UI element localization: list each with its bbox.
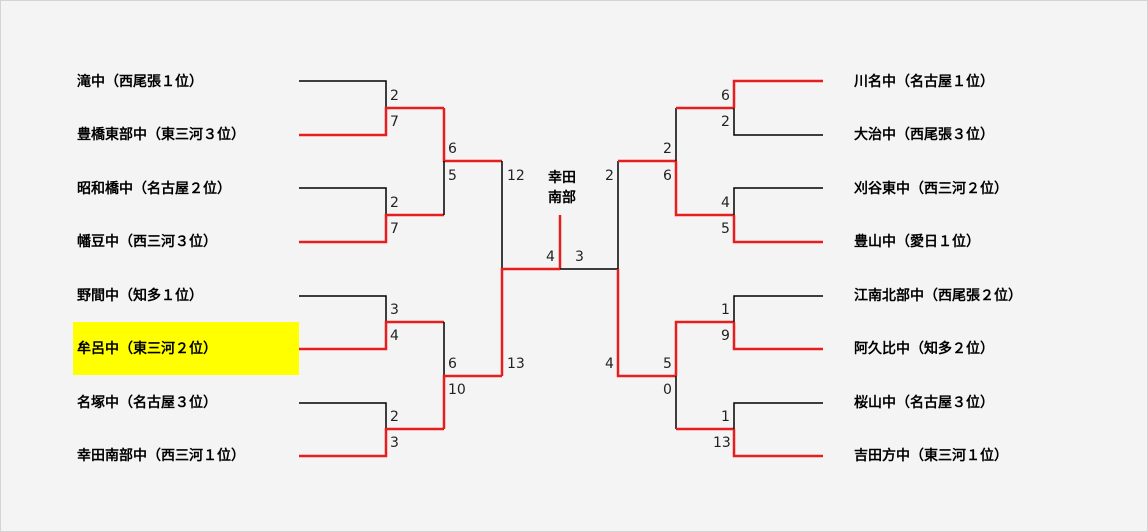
- champion-label: 幸田 南部: [542, 168, 582, 208]
- right-r2-score-2: 6: [663, 168, 672, 184]
- left-r1-score-4: 7: [390, 221, 399, 237]
- left-r1-score-5: 3: [390, 302, 399, 318]
- left-r2-score-2: 5: [448, 168, 457, 184]
- champion-label-line2: 南部: [548, 190, 576, 206]
- right-team-3: 刈谷東中（西三河２位）: [854, 181, 1008, 197]
- left-team-8: 幸田南部中（西三河１位）: [77, 448, 245, 464]
- right-r2-score-4: 0: [663, 382, 672, 398]
- left-team-4: 幡豆中（西三河３位）: [77, 234, 217, 250]
- left-r2-m2-winner-line: [442, 374, 502, 429]
- left-r3-score-1: 12: [507, 168, 525, 184]
- right-r1-m2-top-line: [733, 187, 823, 215]
- left-r1-m1-top-line: [299, 80, 387, 108]
- right-team-7: 桜山中（名古屋３位）: [854, 395, 994, 411]
- right-r3-score-1: 2: [605, 168, 614, 184]
- right-team-4: 豊山中（愛日１位）: [854, 234, 980, 250]
- left-r1-m4-winner-line: [299, 427, 444, 458]
- left-r1-score-3: 2: [390, 195, 399, 211]
- left-r1-score-1: 2: [390, 88, 399, 104]
- left-r1-m2-winner-line: [299, 213, 444, 244]
- right-r2-m2-winner-line: [674, 320, 734, 376]
- right-team-6: 阿久比中（知多２位）: [854, 341, 994, 357]
- final-score-left: 4: [546, 249, 555, 265]
- left-team-1: 滝中（西尾張１位）: [77, 74, 203, 90]
- left-r1-m4-top-line: [299, 402, 387, 429]
- left-team-3: 昭和橋中（名古屋２位）: [77, 181, 231, 197]
- right-team-5: 江南北部中（西尾張２位）: [854, 288, 1022, 304]
- right-r1-score-1: 6: [721, 88, 730, 104]
- left-r3-score-2: 13: [507, 356, 525, 372]
- right-r1-score-5: 1: [721, 302, 730, 318]
- right-team-1: 川名中（名古屋１位）: [854, 74, 994, 90]
- right-r1-m4-top-line: [733, 402, 823, 429]
- right-team-8: 吉田方中（東三河１位）: [854, 448, 1008, 464]
- right-r1-m2-winner-line: [732, 215, 823, 244]
- right-r1-score-8: 13: [713, 435, 731, 451]
- right-r1-score-4: 5: [721, 221, 730, 237]
- right-r1-score-7: 1: [721, 409, 730, 425]
- right-r1-score-3: 4: [721, 195, 730, 211]
- final-score-right: 3: [575, 249, 584, 265]
- champion-label-line1: 幸田: [548, 170, 576, 186]
- highlighted-team-background: [73, 322, 299, 375]
- right-r1-m1-winner-line: [732, 79, 823, 108]
- right-r3-score-2: 4: [605, 356, 614, 372]
- left-team-5: 野間中（知多１位）: [77, 288, 203, 304]
- right-r1-score-6: 9: [721, 328, 730, 344]
- left-r1-score-8: 3: [390, 435, 399, 451]
- left-r1-m3-winner-line: [299, 320, 444, 351]
- left-r1-score-7: 2: [390, 409, 399, 425]
- left-r2-score-1: 6: [448, 141, 457, 157]
- left-r1-score-2: 7: [390, 114, 399, 130]
- left-team-6: 牟呂中（東三河２位）: [77, 341, 217, 357]
- right-r2-score-3: 5: [663, 356, 672, 372]
- left-r1-m3-top-line: [299, 295, 387, 322]
- right-r1-m4-winner-line: [732, 429, 823, 458]
- right-r1-m3-winner-line: [732, 322, 823, 351]
- left-r2-score-4: 10: [448, 382, 466, 398]
- right-r2-m1-winner-line: [674, 161, 734, 217]
- right-r1-m1-bottom-line: [733, 108, 823, 136]
- left-team-2: 豊橋東部中（東三河３位）: [77, 127, 245, 143]
- right-r3-bottom-red: [616, 269, 676, 378]
- left-r1-score-6: 4: [390, 328, 399, 344]
- left-r1-m1-winner-line: [299, 106, 444, 137]
- right-team-2: 大治中（西尾張３位）: [854, 127, 994, 143]
- right-r1-score-2: 2: [721, 114, 730, 130]
- right-r1-m3-top-line: [733, 295, 823, 322]
- left-r2-score-3: 6: [448, 356, 457, 372]
- right-r2-score-1: 2: [663, 141, 672, 157]
- left-team-7: 名塚中（名古屋３位）: [77, 395, 217, 411]
- left-r3-winner-line: [500, 267, 560, 376]
- left-r1-m2-top-line: [299, 187, 387, 215]
